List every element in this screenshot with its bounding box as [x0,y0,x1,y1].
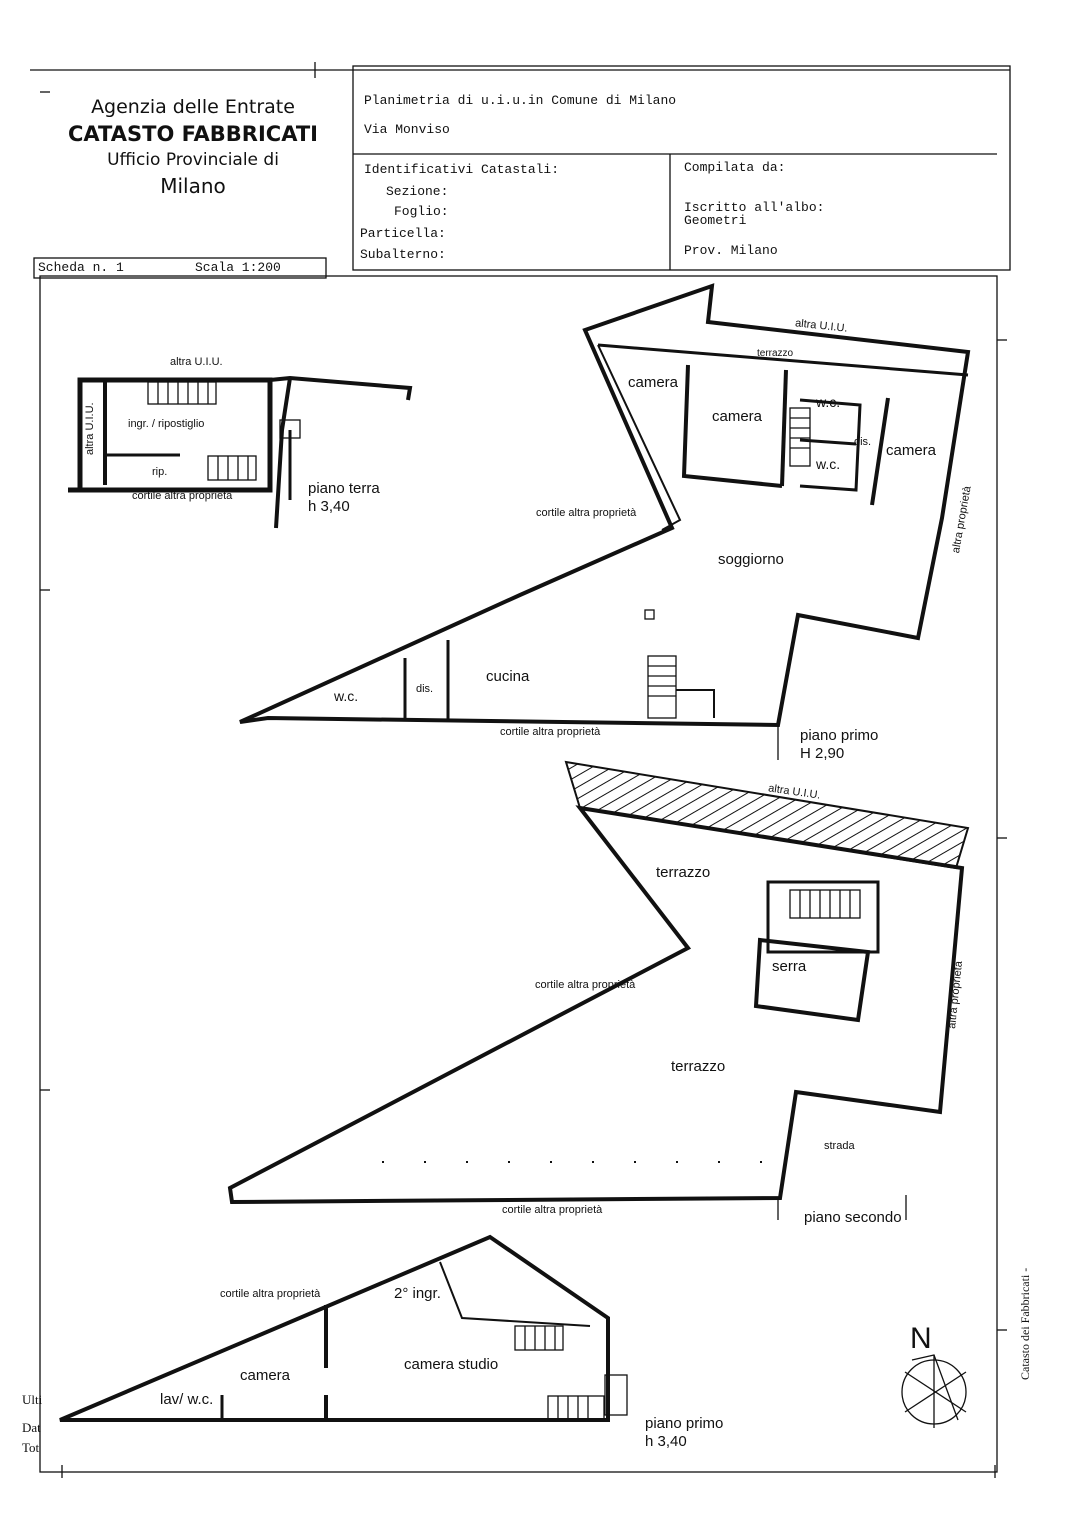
ou-height-label: h 3,40 [645,1433,687,1450]
identificativi-label: Identificativi Catastali: [364,162,560,177]
ufficio-label: Ufficio Provinciale di [107,150,279,170]
north-arrow-icon [901,1354,967,1428]
ff-cortile-bottom: cortile altra proprietà [500,726,601,738]
address-text: Via Monviso [364,122,450,137]
sf-strada: strada [824,1140,855,1152]
agency-header: Agenzia delle Entrate CATASTO FABBRICATI… [58,96,328,198]
gf-ripostiglio: rip. [152,466,168,478]
ou-camera: camera [240,1367,291,1384]
other-unit-plan [59,1234,628,1422]
ff-level-label: piano primo [800,727,879,744]
ff-terrazzo: terrazzo [757,348,794,359]
scheda-number: Scheda n. 1 [38,260,124,275]
sezione-label: Sezione: [386,184,449,199]
ff-dis-1: dis. [854,436,872,448]
north-label: N [910,1322,932,1355]
ff-wc-2: w.c. [816,456,841,472]
subalterno-label: Subalterno: [360,247,446,262]
agency-name: Agenzia delle Entrate [91,96,295,118]
city-label: Milano [160,174,226,198]
sf-cortile-bottom: cortile altra proprietà [502,1204,603,1216]
ff-dis-2: dis. [416,683,434,695]
ou-cortile: cortile altra proprietà [220,1288,321,1300]
sheet-border [39,275,998,1473]
ff-camera-1: camera [628,374,679,391]
ou-level-label: piano primo [645,1415,724,1432]
ground-floor-plan [68,375,413,529]
ou-fragment-1: Ulti [22,1392,43,1407]
planimetria-text: Planimetria di u.i.u.in Comune di Milano [364,93,677,108]
sf-terrazzo-2: terrazzo [671,1058,726,1075]
gf-ingresso-ripostiglio: ingr. / ripostiglio [128,418,205,430]
sf-level-label: piano secondo [804,1209,902,1226]
ff-height-label: H 2,90 [800,745,845,762]
particella-label: Particella: [360,226,446,241]
ou-fragment-2: Dat [22,1420,41,1435]
foglio-label: Foglio: [394,204,449,219]
ff-cortile-left: cortile altra proprietà [536,507,637,519]
gf-level-label: piano terra [308,480,380,497]
ou-camera-studio: camera studio [404,1356,499,1373]
ou-lav-wc: lav/ w.c. [160,1391,214,1408]
catasto-title: CATASTO FABBRICATI [68,122,318,146]
header-box [352,65,1011,271]
gf-altra-uiu-side: altra U.I.U. [84,402,96,455]
ff-cucina: cucina [486,668,530,685]
ff-wc-3: w.c. [334,688,359,704]
iscritto-label: Iscritto all'albo: [684,200,825,215]
geometri-label: Geometri [684,213,747,228]
sf-cortile-left: cortile altra proprietà [535,979,636,991]
ou-ingresso-2: 2° ingr. [394,1285,441,1302]
catasto-margin-text: Catasto dei Fabbricati - [1018,1267,1032,1380]
second-floor-plan [227,760,970,1220]
scheda-scale: Scala 1:200 [195,260,281,275]
sf-serra: serra [772,958,807,975]
ff-soggiorno: soggiorno [718,551,784,568]
gf-altra-uiu-top: altra U.I.U. [170,356,223,368]
ou-fragment-3: Tot [22,1440,40,1455]
first-floor-plan [239,283,971,760]
scheda-box [33,257,327,279]
ff-wc-1: w.c. [816,394,841,410]
ff-camera-2: camera [712,408,763,425]
prov-label: Prov. Milano [684,243,778,258]
ff-camera-3: camera [886,442,937,459]
gf-cortile: cortile altra proprietà [132,490,233,502]
gf-height-label: h 3,40 [308,498,350,515]
compilata-label: Compilata da: [684,160,786,175]
sf-terrazzo-1: terrazzo [656,864,711,881]
